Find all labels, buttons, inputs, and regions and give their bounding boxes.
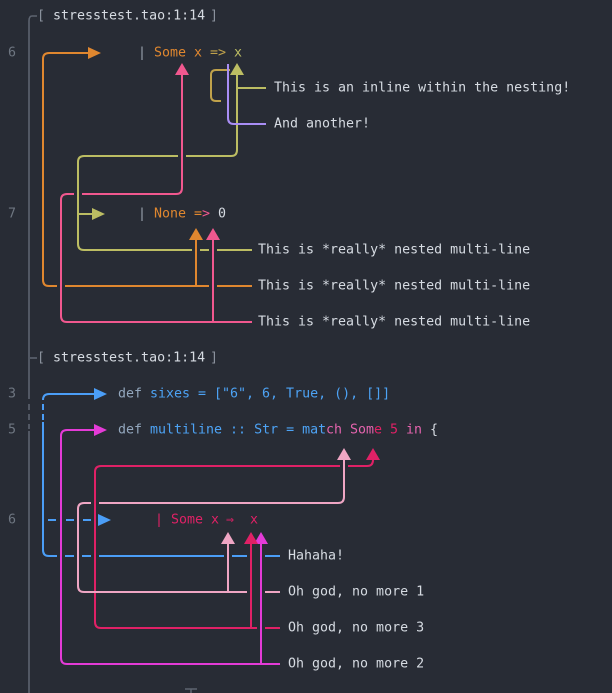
label-nested-2: This is *really* nested multi-line (258, 279, 530, 294)
blue-span (42, 388, 280, 557)
code-some: Some (154, 46, 186, 61)
code-zero: 0 (218, 207, 226, 222)
blue-line3-arrowhead (94, 388, 107, 400)
crimson-span (94, 448, 380, 629)
blue-line6-arrowhead (98, 514, 111, 526)
code-span-pink-b: in (398, 423, 422, 438)
line-number-6b: 6 (8, 513, 16, 528)
code-eq: = (194, 207, 202, 222)
report2-header-open: [ (37, 351, 45, 366)
lightpink-span (77, 448, 351, 593)
code-line-7: | None = > 0 (138, 207, 226, 222)
lightpink-rail-path (77, 458, 345, 593)
report2-header-file: stresstest.tao:1:14 (53, 351, 205, 366)
label-inline-1: This is an inline within the nesting! (274, 81, 570, 96)
crimson-line5-underline-arrowhead (366, 448, 380, 460)
crimson-rail-path (94, 458, 374, 629)
pink-line7-underline-arrowhead (206, 228, 220, 240)
code-x1: x (194, 46, 202, 61)
gutter-line (28, 15, 37, 693)
purple-inline-path (227, 64, 266, 125)
magenta-line5-arrowhead (94, 424, 107, 436)
label-no-more-1: Oh god, no more 1 (288, 585, 424, 600)
report2-header-close: ] (210, 351, 218, 366)
olive-rail-path (77, 75, 252, 251)
code-some-x: | Some x (155, 513, 219, 528)
label-no-more-3: Oh god, no more 3 (288, 621, 424, 636)
pink-line6-underline-arrowhead (175, 63, 189, 75)
code-pipe: | (138, 207, 146, 222)
label-no-more-2: Oh god, no more 2 (288, 657, 424, 672)
code-pipe: | (138, 46, 146, 61)
magenta-rail-path (60, 429, 280, 665)
code-span-pink-a: ch Som (326, 423, 374, 438)
lightpink-line6-underline-arrowhead (221, 532, 235, 544)
label-inline-2: And another! (274, 117, 370, 132)
code-x-result: x (250, 513, 258, 528)
report2: [ stresstest.tao:1:14 ] 3 5 6 def sixes … (8, 351, 438, 672)
blue-rail-path (42, 393, 280, 557)
line-number-3: 3 (8, 387, 16, 402)
label-nested-1: This is *really* nested multi-line (258, 243, 530, 258)
code-none: None (154, 207, 186, 222)
code-line-3: def sixes = ["6", 6, True, (), []] (118, 387, 390, 402)
code-def: def (118, 423, 142, 438)
code-open-brace: { (422, 423, 438, 438)
gold-inline-hook (210, 69, 230, 102)
orange-rail-path (42, 52, 252, 287)
report1-header-open: [ (37, 9, 45, 24)
code-dblarrow: ⇒ (226, 513, 234, 528)
report1-header-file: stresstest.tao:1:14 (53, 9, 205, 24)
lightpink-line5-underline-arrowhead (337, 448, 351, 460)
pink-rail-path (60, 75, 252, 323)
report1-header-close: ] (210, 9, 218, 24)
gutter (28, 15, 197, 693)
code-def: def (118, 387, 142, 402)
code-x2: x (234, 46, 242, 61)
label-nested-3: This is *really* nested multi-line (258, 315, 530, 330)
olive-line7-arrowhead (92, 208, 105, 220)
code-multiline-sig: multiline :: Str = mat (150, 423, 326, 438)
olive-span (77, 63, 266, 251)
code-fatarrow: => (210, 46, 226, 61)
orange-line7-underline-arrowhead (189, 228, 203, 240)
line-number-7: 7 (8, 207, 16, 222)
orange-span (42, 47, 252, 287)
line-number-6: 6 (8, 46, 16, 61)
code-list-expr: = ["6", 6, True, (), []] (198, 387, 390, 402)
code-line-5: def multiline :: Str = mat ch Som e 5 in… (118, 423, 438, 438)
pink-span (60, 63, 252, 323)
line-number-5: 5 (8, 423, 16, 438)
bottom-cutoff-tick (185, 688, 197, 693)
crimson-line6-underline-arrowhead (244, 532, 258, 544)
code-gt: > (202, 207, 210, 222)
code-span-crimson: e 5 (374, 423, 398, 438)
magenta-line6-underline-arrowhead (254, 532, 268, 544)
magenta-span (60, 424, 280, 665)
olive-line6-underline-arrowhead (230, 63, 244, 75)
code-sixes: sixes (150, 387, 190, 402)
label-hahaha: Hahaha! (288, 549, 344, 564)
orange-line6-arrowhead (88, 47, 101, 59)
report1: [ stresstest.tao:1:14 ] 6 7 | Some x => … (8, 9, 570, 330)
code-line-6: | Some x => x (138, 46, 242, 61)
code-line-6b: | Some x ⇒ x (155, 513, 258, 528)
